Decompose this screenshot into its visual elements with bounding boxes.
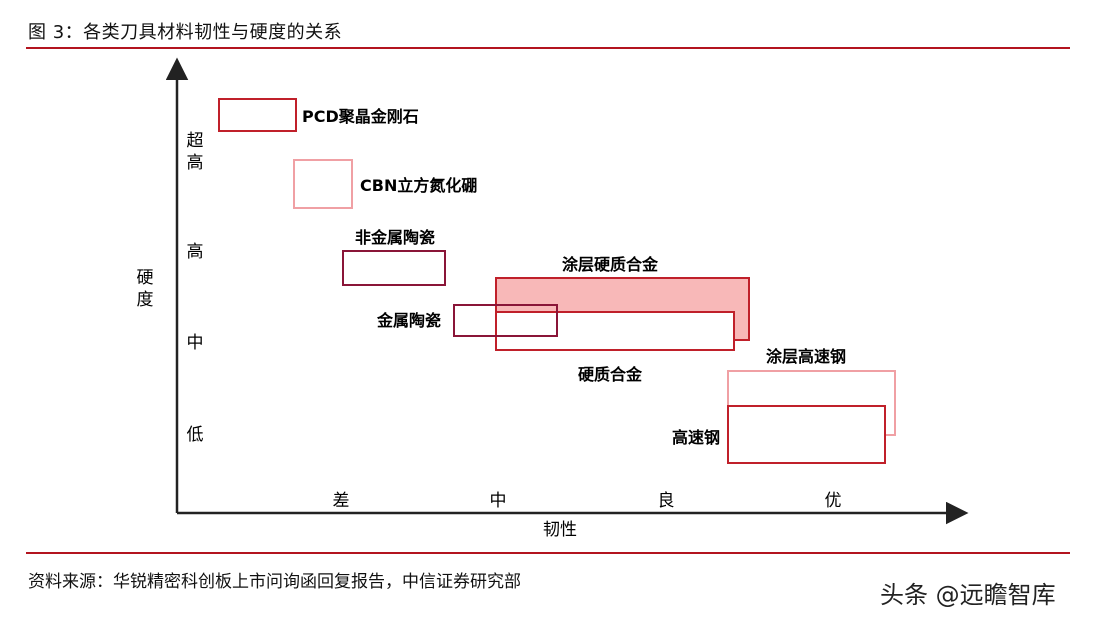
hss-region <box>727 405 886 464</box>
title-rule <box>26 47 1070 49</box>
x-level-medium: 中 <box>490 491 507 511</box>
non-metal-cermet-label: 非金属陶瓷 <box>355 228 435 247</box>
cbn-region <box>293 159 353 209</box>
watermark: 头条 @远瞻智库 <box>880 581 1056 609</box>
x-level-excellent: 优 <box>825 491 842 511</box>
source-rule <box>26 552 1070 554</box>
x-level-good: 良 <box>658 491 675 511</box>
source-note: 资料来源：华锐精密科创板上市问询函回复报告，中信证券研究部 <box>28 572 521 592</box>
coated-carbide-label: 涂层硬质合金 <box>562 255 659 274</box>
x-axis-title: 韧性 <box>543 520 577 540</box>
y-level-high: 高 <box>187 242 204 262</box>
x-level-poor: 差 <box>333 491 350 511</box>
pcd-label: PCD聚晶金刚石 <box>302 107 419 126</box>
non-metal-cermet-region <box>342 250 446 286</box>
y-level-medium: 中 <box>187 333 204 353</box>
cbn-label: CBN立方氮化硼 <box>360 176 477 195</box>
y-axis-title-char-1: 硬 <box>137 268 154 288</box>
cermet-label: 金属陶瓷 <box>376 311 441 330</box>
carbide-region <box>495 311 735 351</box>
y-level-low: 低 <box>187 425 204 445</box>
carbide-label: 硬质合金 <box>578 365 643 384</box>
cermet-region <box>453 304 558 337</box>
y-level-super-high-1: 超 <box>187 131 204 151</box>
hss-label: 高速钢 <box>672 428 720 447</box>
figure-title: 图 3：各类刀具材料韧性与硬度的关系 <box>28 22 343 43</box>
y-level-super-high-2: 高 <box>187 153 204 173</box>
coated-hss-label: 涂层高速钢 <box>766 347 846 366</box>
pcd-region <box>218 98 297 132</box>
y-axis-title-char-2: 度 <box>137 290 154 310</box>
